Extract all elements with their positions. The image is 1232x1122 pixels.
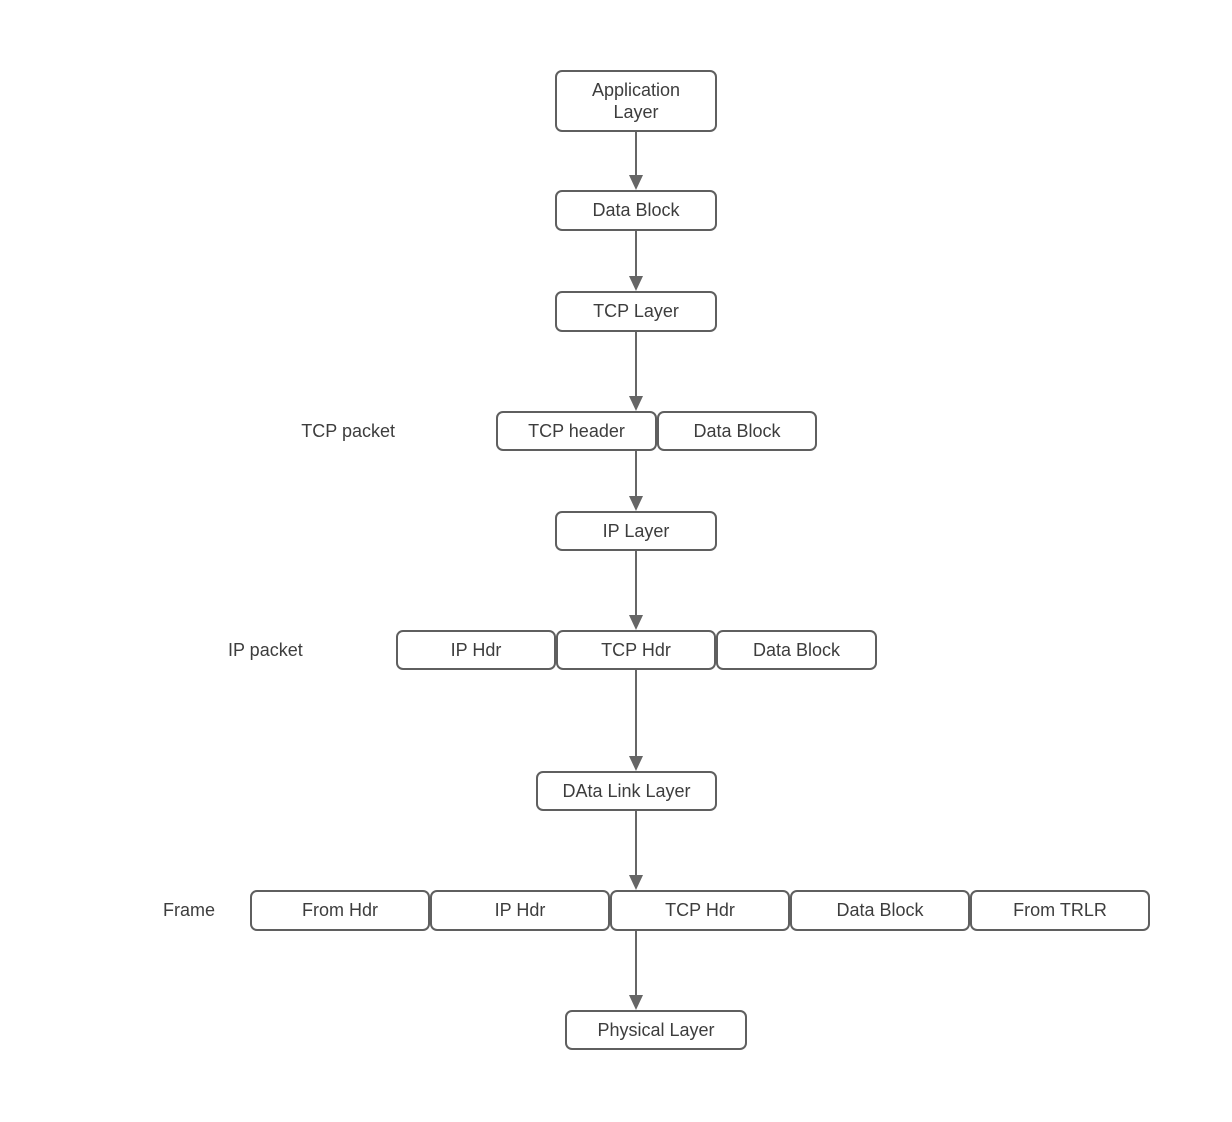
label-frame: Frame (163, 900, 216, 920)
arrow-down-icon (628, 231, 644, 291)
label-ip-packet: IP packet (228, 639, 303, 660)
arrow-line (635, 231, 637, 276)
node-tcp-layer: TCP Layer (555, 291, 717, 332)
arrow-head-icon (629, 175, 643, 190)
segment-from-trlr: From TRLR (970, 890, 1150, 931)
arrow-head-icon (629, 496, 643, 511)
node-physical-layer: Physical Layer (565, 1010, 747, 1050)
segment-tcp-hdr: TCP Hdr (610, 890, 790, 931)
segment-ip-hdr: IP Hdr (430, 890, 610, 931)
arrow-down-icon (628, 332, 644, 411)
arrow-line (635, 451, 637, 496)
arrow-head-icon (629, 875, 643, 890)
arrow-line (635, 551, 637, 615)
label-tcp-packet: TCP packet (301, 420, 395, 441)
segment-data-block: Data Block (790, 890, 970, 931)
arrow-head-icon (629, 396, 643, 411)
segment-from-hdr: From Hdr (250, 890, 430, 931)
arrow-line (635, 332, 637, 396)
arrow-line (635, 811, 637, 875)
segment-data-block: Data Block (657, 411, 817, 451)
arrow-down-icon (628, 132, 644, 190)
arrow-head-icon (629, 756, 643, 771)
arrow-down-icon (628, 670, 644, 771)
arrow-head-icon (629, 615, 643, 630)
node-application-layer: Application Layer (555, 70, 717, 132)
arrow-down-icon (628, 451, 644, 511)
segment-ip-hdr: IP Hdr (396, 630, 556, 670)
arrow-down-icon (628, 811, 644, 890)
arrow-line (635, 670, 637, 756)
arrow-head-icon (629, 995, 643, 1010)
arrow-down-icon (628, 931, 644, 1010)
segment-tcp-header: TCP header (496, 411, 657, 451)
arrow-down-icon (628, 551, 644, 630)
node-data-link-layer: DAta Link Layer (536, 771, 717, 811)
arrow-line (635, 931, 637, 995)
segment-data-block: Data Block (716, 630, 877, 670)
node-ip-layer: IP Layer (555, 511, 717, 551)
node-data-block: Data Block (555, 190, 717, 231)
segment-tcp-hdr: TCP Hdr (556, 630, 716, 670)
arrow-line (635, 132, 637, 175)
arrow-head-icon (629, 276, 643, 291)
